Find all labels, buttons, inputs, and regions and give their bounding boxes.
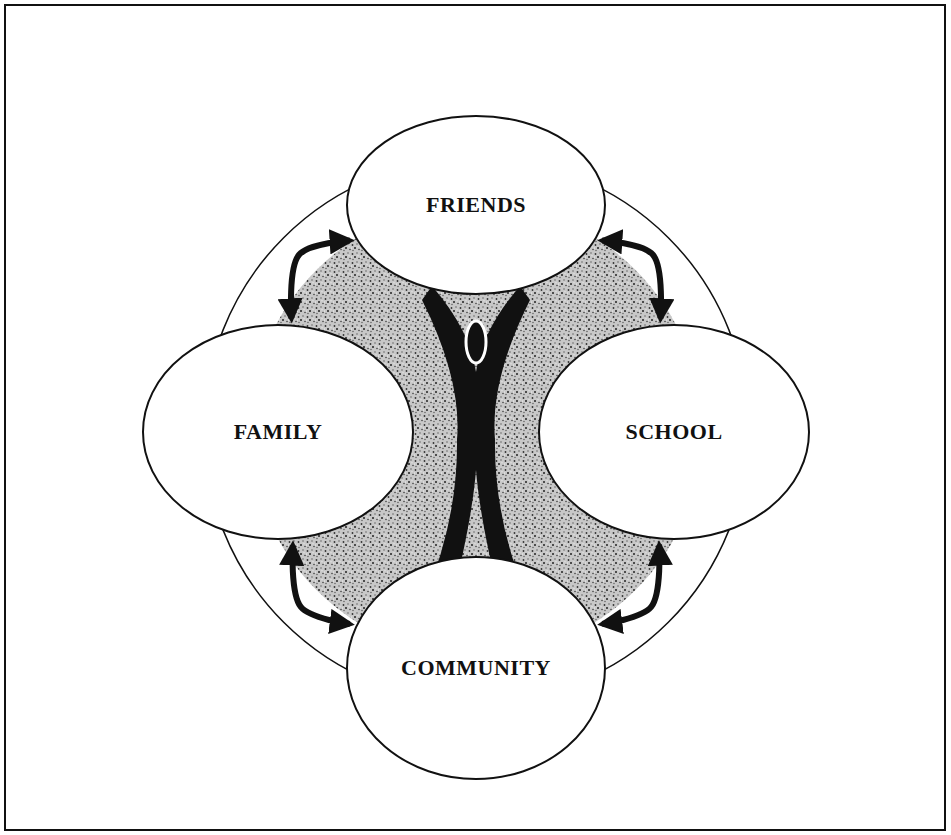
double-arrow xyxy=(291,241,350,319)
circle-shape xyxy=(539,325,809,539)
frame-border xyxy=(5,5,945,830)
circle-label: FRIENDS xyxy=(426,192,526,218)
circle-node: FRIENDS xyxy=(346,115,606,295)
circle-node: COMMUNITY xyxy=(346,556,606,780)
circle-label: SCHOOL xyxy=(625,419,722,445)
circle-shape xyxy=(347,116,605,294)
double-arrow xyxy=(293,545,350,624)
figure-head xyxy=(466,321,486,363)
circle-label: FAMILY xyxy=(234,419,323,445)
circle-shape xyxy=(347,557,605,779)
circle-node: FAMILY xyxy=(142,324,414,540)
circle-node: SCHOOL xyxy=(538,324,810,540)
double-arrow xyxy=(602,241,661,319)
circle-shape xyxy=(143,325,413,539)
human-figure xyxy=(422,286,530,600)
circle-label: COMMUNITY xyxy=(401,655,551,681)
double-arrow xyxy=(602,545,659,624)
